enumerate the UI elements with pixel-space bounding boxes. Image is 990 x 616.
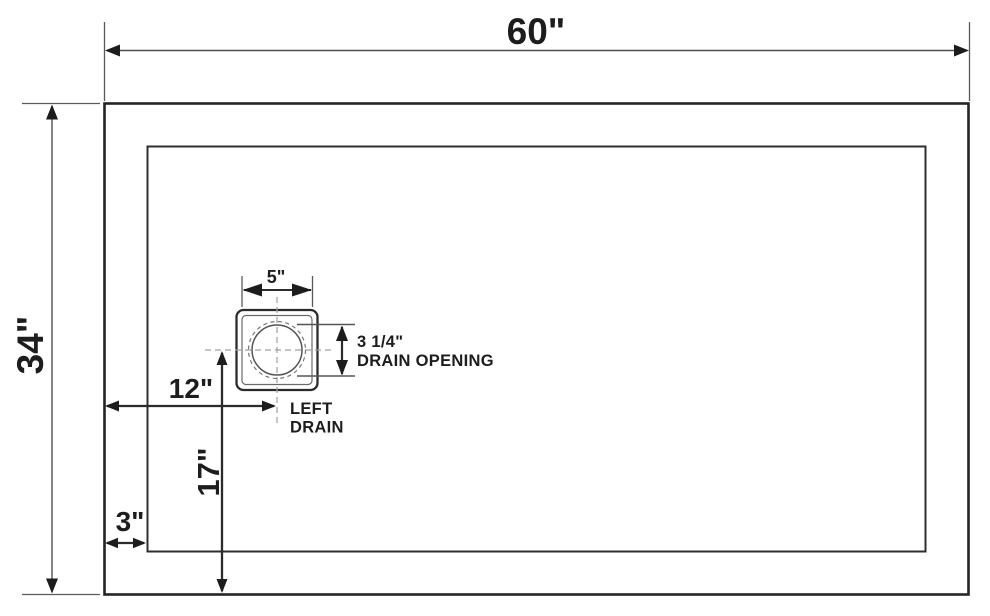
shower-base-inner-ledge [146, 145, 927, 553]
dimension-drain-flange: 5" [241, 267, 314, 307]
drain-offset-left-label: 12" [169, 373, 213, 404]
arrowhead-down-icon [336, 360, 348, 376]
shower-base-outer-edge [103, 102, 970, 596]
overall-width-label: 60" [507, 11, 566, 52]
drain-location-line2: DRAIN [290, 419, 344, 437]
drain-opening-size-label: 3 1/4" [357, 333, 403, 351]
arrowhead-left-icon [105, 44, 120, 57]
drain-offset-bottom-label: 17" [191, 447, 226, 496]
drain-flange-inner [241, 314, 313, 386]
drain-location-line1: LEFT [290, 400, 332, 418]
ledge-inset-label: 3" [116, 506, 145, 537]
arrowhead-left-icon [242, 283, 262, 297]
dimension-drain-offset-bottom: 17" [191, 351, 228, 593]
dimension-overall-depth: 34" [10, 102, 100, 596]
arrowhead-left-icon [105, 537, 118, 549]
arrowhead-right-icon [262, 400, 276, 412]
arrowhead-down-icon [216, 579, 228, 593]
arrowhead-up-icon [216, 351, 228, 365]
dimension-overall-width: 60" [103, 11, 971, 101]
dimension-ledge-inset: 3" [105, 506, 146, 549]
arrowhead-right-icon [954, 44, 969, 57]
arrowhead-down-icon [46, 578, 58, 594]
drain-location-callout: LEFT DRAIN [290, 400, 344, 437]
drain-opening-dashed-circle [247, 320, 307, 380]
arrowhead-right-icon [133, 537, 146, 549]
drain-opening-caption-label: DRAIN OPENING [357, 352, 494, 370]
arrowhead-left-icon [105, 400, 119, 412]
overall-depth-label: 34" [10, 316, 51, 375]
drain-assembly [205, 297, 331, 424]
dimension-drain-opening: 3 1/4" DRAIN OPENING [297, 323, 494, 377]
base-outline-group [103, 102, 970, 596]
arrowhead-right-icon [292, 283, 312, 297]
drain-opening-circle [251, 324, 303, 376]
dimension-drain-offset-left: 12" [105, 373, 276, 412]
arrowhead-up-icon [46, 104, 58, 120]
drain-flange-width-label: 5" [267, 267, 286, 287]
arrowhead-up-icon [336, 325, 348, 341]
